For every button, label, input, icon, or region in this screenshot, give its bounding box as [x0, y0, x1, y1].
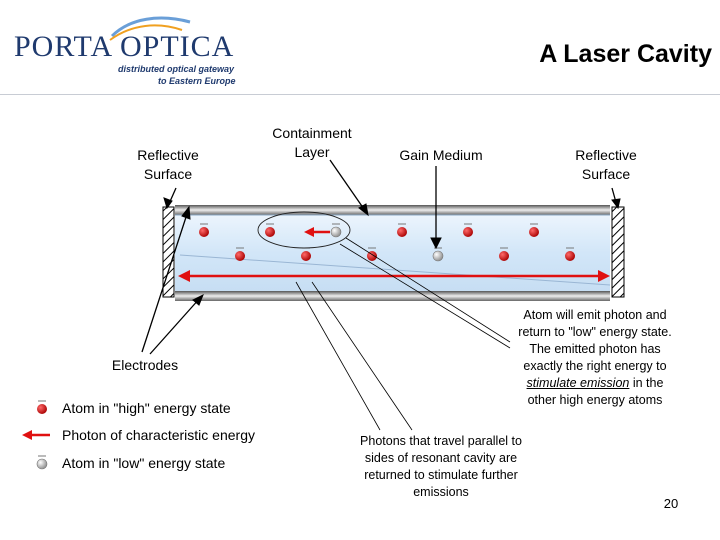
- right-reflective-surface: [611, 206, 625, 298]
- note-line: other high energy atoms: [527, 393, 663, 407]
- label-gain-medium: Gain Medium: [399, 147, 483, 163]
- note-parallel-photons: Photons that travel parallel to sides of…: [340, 433, 542, 501]
- parallel-note-pointer-2: [311, 281, 413, 431]
- legend-symbols: [22, 400, 50, 470]
- high-atom: [499, 251, 509, 261]
- cavity: [162, 205, 625, 301]
- label-reflective-surface-left: Reflective Surface: [118, 146, 218, 184]
- high-atom: [265, 227, 275, 237]
- legend-photon-label: Photon of characteristic energy: [62, 427, 255, 443]
- high-atom: [301, 251, 311, 261]
- note-line: emissions: [413, 485, 469, 499]
- note-line: The emitted photon has: [529, 342, 661, 356]
- parallel-photon-arrow: [178, 270, 610, 282]
- high-atom: [529, 227, 539, 237]
- high-atom: [199, 227, 209, 237]
- atoms: [199, 223, 575, 262]
- note-line: exactly the right energy to: [523, 359, 667, 373]
- high-atom: [235, 251, 245, 261]
- label-reflective-surface-right: Reflective Surface: [556, 146, 656, 184]
- emitted-photon-arrow: [304, 227, 330, 237]
- cavity-body: [175, 206, 610, 300]
- logo-mark: [109, 16, 191, 41]
- logo-text: PORTA OPTICA: [14, 30, 235, 63]
- emission-note-pointer-2: [339, 243, 511, 349]
- label-line: Containment: [272, 125, 352, 141]
- note-line: sides of resonant cavity are: [364, 451, 518, 465]
- note-line: stimulate emission in the: [500, 375, 690, 392]
- callout-lines: [141, 159, 621, 431]
- legend-photon-icon: [22, 430, 50, 440]
- legend-high-atom-label: Atom in "high" energy state: [62, 400, 231, 416]
- internal-light-ray: [179, 254, 611, 286]
- high-atom: [565, 251, 575, 261]
- top-electrode: [175, 205, 610, 215]
- note-line: return to "low" energy state.: [518, 325, 672, 339]
- emission-note-pointer-1: [345, 237, 511, 343]
- note-line: Atom will emit photon and: [523, 308, 667, 322]
- label-containment-layer: Containment Layer: [262, 124, 362, 162]
- low-atom: [330, 226, 342, 238]
- emission-highlight-ellipse: [257, 211, 351, 249]
- label-line: Reflective: [575, 147, 637, 163]
- legend-high-atom-icon: [37, 404, 47, 414]
- page-number: 20: [663, 496, 679, 511]
- label-line: Reflective: [137, 147, 199, 163]
- legend-low-atom-label: Atom in "low" energy state: [62, 455, 226, 471]
- low-atom: [432, 250, 444, 262]
- electrodes-pointer-bottom: [149, 297, 201, 355]
- label-line: Surface: [143, 166, 193, 182]
- label-line: Layer: [294, 144, 330, 160]
- note-line: returned to stimulate further: [364, 468, 518, 482]
- parallel-note-pointer-1: [295, 281, 381, 431]
- slide-title: A Laser Cavity: [539, 40, 712, 68]
- containment-pointer: [329, 159, 367, 213]
- photons: [178, 211, 610, 282]
- high-atom: [397, 227, 407, 237]
- high-atom: [463, 227, 473, 237]
- legend-low-atom-icon: [36, 458, 48, 470]
- bottom-electrode: [175, 291, 610, 301]
- electrodes-pointer-top: [141, 210, 189, 353]
- logo-tagline-2: to Eastern Europe: [158, 76, 236, 86]
- label-line: Surface: [581, 166, 631, 182]
- high-atom: [367, 251, 377, 261]
- stimulate-emission-link[interactable]: stimulate emission: [526, 376, 630, 390]
- logo-tagline-1: distributed optical gateway: [118, 64, 235, 74]
- note-line: Photons that travel parallel to: [360, 434, 522, 448]
- note-atom-emits-photon: Atom will emit photon and return to "low…: [500, 307, 690, 409]
- header-bar: PORTA OPTICA distributed optical gateway…: [0, 0, 720, 95]
- note-line-rest: in the: [629, 376, 664, 390]
- label-electrodes: Electrodes: [111, 357, 179, 373]
